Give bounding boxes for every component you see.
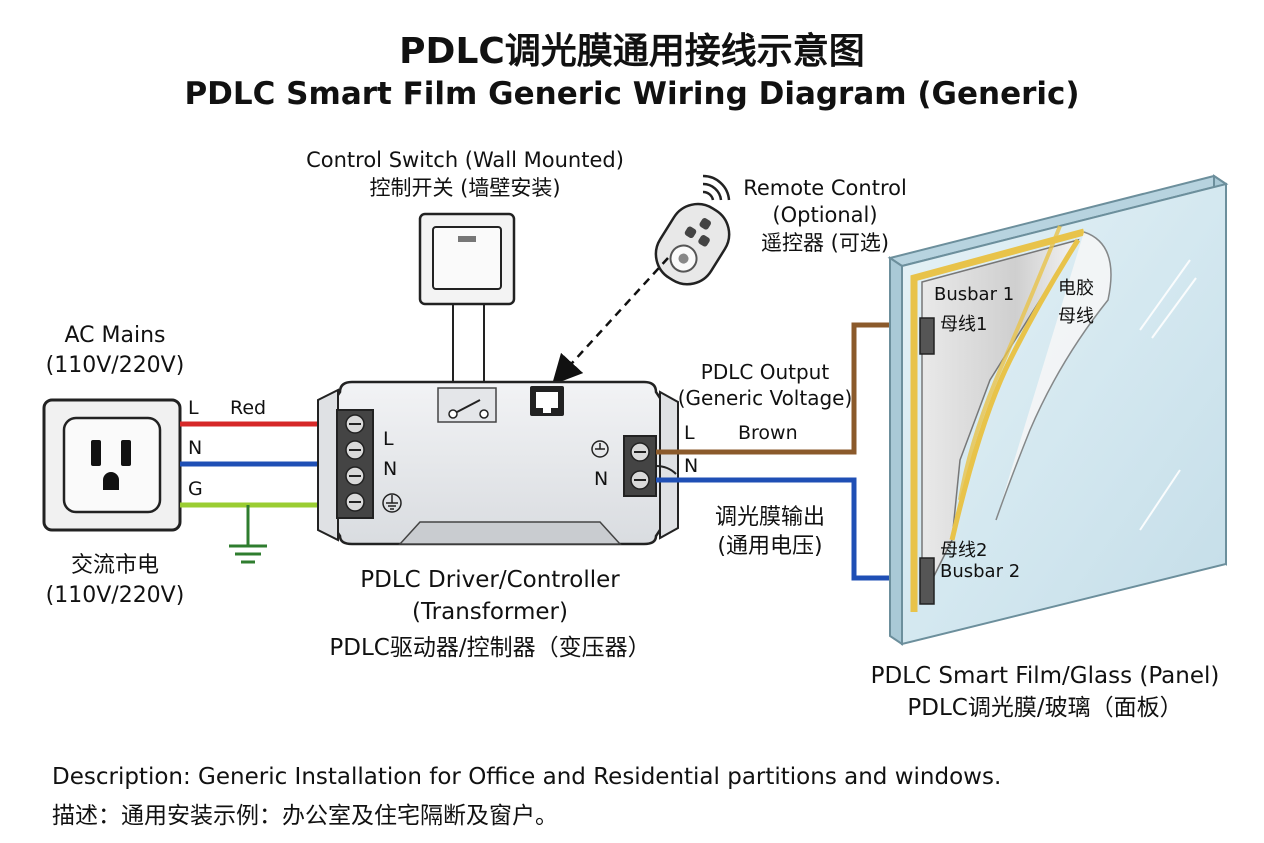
remote-label-zh: 遥控器 (可选) xyxy=(760,231,890,255)
output-terminal-l: L xyxy=(684,422,695,444)
output-label-zh-2: (通用电压) xyxy=(717,534,823,559)
mains-terminal-n: N xyxy=(188,437,203,459)
rj45-icon xyxy=(530,386,564,416)
switch-icon xyxy=(418,212,516,388)
output-label-en-1: PDLC Output xyxy=(700,360,830,384)
panel-label-zh: PDLC调光膜/玻璃（面板） xyxy=(907,695,1183,721)
ac-mains-label-zh-1: 交流市电 xyxy=(70,553,159,578)
outlet-icon xyxy=(42,398,182,532)
output-wires xyxy=(655,322,922,581)
ground-icon xyxy=(229,544,267,564)
title-zh: PDLC调光膜通用接线示意图 xyxy=(399,31,865,72)
busbar2-label-zh: 母线2 xyxy=(940,540,988,561)
title-en: PDLC Smart Film Generic Wiring Diagram (… xyxy=(184,76,1080,112)
driver-box xyxy=(317,380,679,546)
driver-label-en-1: PDLC Driver/Controller xyxy=(360,567,620,593)
control-switch-label-zh: 控制开关 (墙壁安装) xyxy=(369,176,561,200)
ac-mains-label-zh-2: (110V/220V) xyxy=(45,583,185,608)
glass-panel xyxy=(887,174,1229,646)
output-wire-brown-label: Brown xyxy=(738,422,798,444)
control-switch-label-en: Control Switch (Wall Mounted) xyxy=(306,148,624,172)
ac-mains-label-en-2: (110V/220V) xyxy=(45,353,185,378)
remote-icon xyxy=(654,202,731,286)
mains-terminal-l: L xyxy=(188,397,199,419)
output-terminal-n: N xyxy=(684,455,699,477)
driver-input-l: L xyxy=(383,428,394,450)
output-label-zh-1: 调光膜输出 xyxy=(714,505,825,530)
output-label-en-2: (Generic Voltage) xyxy=(677,386,853,410)
ac-mains-label-en-1: AC Mains xyxy=(64,323,166,348)
busbar1-label-zh: 母线1 xyxy=(940,314,988,335)
remote-label-en-1: Remote Control xyxy=(743,176,907,200)
wireless-signal-icon xyxy=(702,174,731,201)
remote-label-en-2: (Optional) xyxy=(772,203,878,227)
busbar1-label-en: Busbar 1 xyxy=(934,284,1015,305)
driver-label-zh: PDLC驱动器/控制器（变压器） xyxy=(329,635,651,661)
film-label-zh-1: 电胶 xyxy=(1058,278,1094,299)
driver-input-n: N xyxy=(383,458,398,480)
mains-wires xyxy=(180,421,338,546)
driver-output-n: N xyxy=(594,468,609,490)
description-zh: 描述：通用安装示例：办公室及住宅隔断及窗户。 xyxy=(52,803,558,829)
description-en: Description: Generic Installation for Of… xyxy=(52,764,1002,790)
mains-wire-red-label: Red xyxy=(230,397,267,419)
panel-label-en: PDLC Smart Film/Glass (Panel) xyxy=(870,663,1220,689)
film-label-zh-2: 母线 xyxy=(1058,306,1094,327)
mains-terminal-g: G xyxy=(188,478,203,500)
busbar2-label-en: Busbar 2 xyxy=(940,561,1021,582)
remote-signal-arrow xyxy=(551,257,669,386)
driver-label-en-2: (Transformer) xyxy=(412,599,568,625)
